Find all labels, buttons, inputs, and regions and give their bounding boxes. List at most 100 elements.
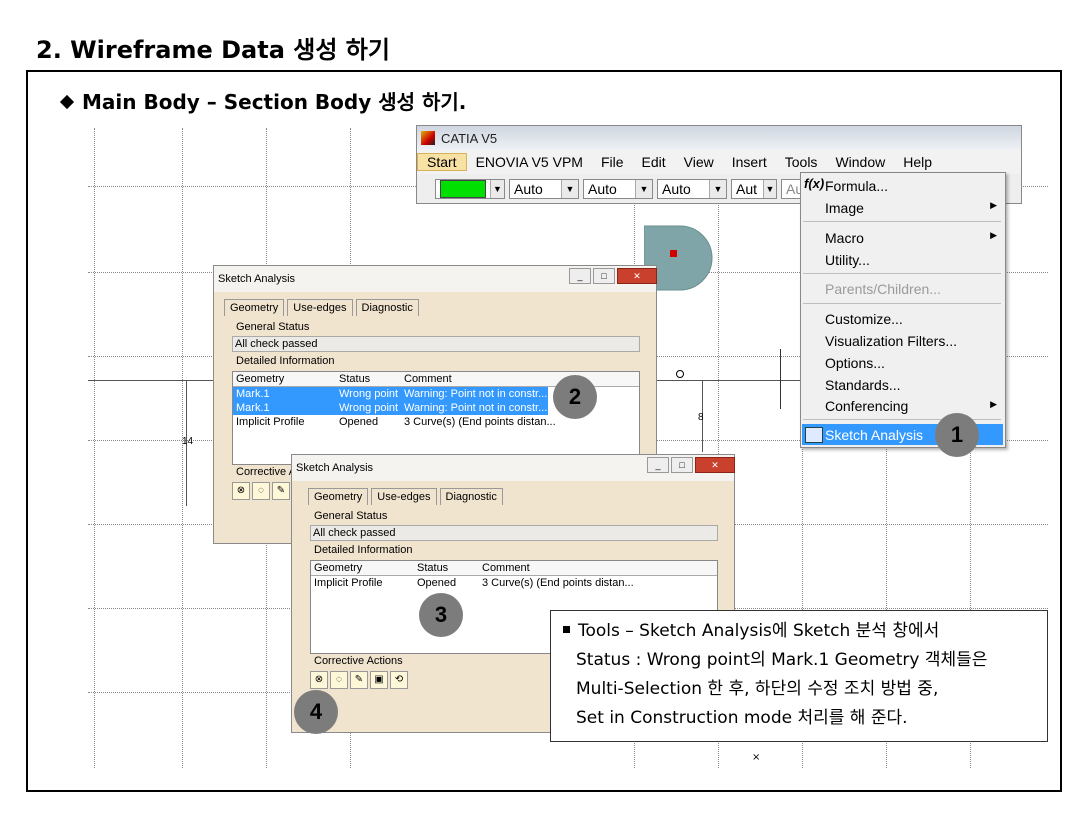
menu-separator bbox=[803, 273, 1001, 274]
hide-icon[interactable]: ◌ bbox=[330, 671, 348, 689]
chevron-down-icon[interactable]: ▼ bbox=[709, 179, 726, 198]
sketch-marker: × bbox=[752, 752, 761, 763]
menu-separator bbox=[803, 419, 1001, 420]
table-cell[interactable]: Opened bbox=[339, 416, 379, 428]
chevron-down-icon[interactable]: ▼ bbox=[763, 179, 776, 198]
tab-diagnostic[interactable]: Diagnostic bbox=[355, 299, 419, 316]
linetype-combo[interactable]: Auto ▼ bbox=[509, 178, 579, 199]
catia-menubar: Start ENOVIA V5 VPM File Edit View Inser… bbox=[417, 150, 1021, 174]
dimension-right: 8 bbox=[698, 412, 704, 423]
menu-tools[interactable]: Tools bbox=[784, 154, 818, 170]
minimize-icon[interactable]: _ bbox=[569, 268, 591, 284]
dimension-left: 14 bbox=[182, 436, 194, 447]
menu-item-customize[interactable]: Customize... bbox=[825, 311, 903, 327]
tab-use-edges[interactable]: Use-edges bbox=[371, 488, 437, 505]
menu-view[interactable]: View bbox=[683, 154, 714, 170]
sketch-axis-line bbox=[88, 380, 218, 381]
menu-item-visualization-filters[interactable]: Visualization Filters... bbox=[825, 333, 958, 349]
table-cell[interactable]: 3 Curve(s) (End points distan... bbox=[404, 416, 556, 428]
menu-window[interactable]: Window bbox=[835, 154, 886, 170]
menu-item-conferencing[interactable]: Conferencing bbox=[825, 398, 909, 414]
minimize-icon[interactable]: _ bbox=[647, 457, 669, 473]
detailed-info-table: Geometry Status Comment Mark.1 Wrong poi… bbox=[232, 371, 640, 465]
step-badge-2: 2 bbox=[553, 375, 597, 419]
hide-icon[interactable]: ◌ bbox=[252, 482, 270, 500]
column-header[interactable]: Geometry bbox=[236, 373, 285, 385]
profile-shape[interactable] bbox=[644, 224, 714, 294]
dialog-tabs: Geometry Use-edges Diagnostic bbox=[224, 299, 422, 316]
color-combo[interactable]: ▼ bbox=[435, 178, 505, 199]
fix-icon[interactable]: ⟲ bbox=[390, 671, 408, 689]
table-cell[interactable]: 3 Curve(s) (End points distan... bbox=[482, 577, 634, 589]
tools-dropdown: f(x) Formula... Image ▶ Macro ▶ Utility.… bbox=[800, 172, 1006, 448]
dialog-title: Sketch Analysis bbox=[296, 462, 374, 474]
menu-start[interactable]: Start bbox=[417, 153, 467, 171]
submenu-arrow-icon: ▶ bbox=[990, 230, 997, 240]
tab-diagnostic[interactable]: Diagnostic bbox=[439, 488, 503, 505]
combo-value: Au bbox=[786, 180, 804, 197]
style-combo[interactable]: Aut ▼ bbox=[731, 178, 777, 199]
eraser-icon[interactable]: ✎ bbox=[350, 671, 368, 689]
tab-geometry[interactable]: Geometry bbox=[224, 299, 285, 316]
menu-item-standards[interactable]: Standards... bbox=[825, 377, 901, 393]
close-icon[interactable]: ✕ bbox=[617, 268, 657, 284]
menu-insert[interactable]: Insert bbox=[731, 154, 767, 170]
layer-combo[interactable]: Auto ▼ bbox=[657, 178, 727, 199]
general-status-label: General Status bbox=[236, 321, 310, 333]
table-cell[interactable]: Opened bbox=[417, 577, 457, 589]
table-cell[interactable]: Implicit Profile bbox=[236, 416, 305, 428]
table-header: Geometry Status Comment bbox=[233, 372, 639, 387]
sketch-point[interactable] bbox=[676, 370, 684, 378]
table-row-selected[interactable] bbox=[233, 401, 548, 415]
corrective-actions-toolbar: ⊗ ◌ ✎ bbox=[232, 482, 290, 500]
tab-use-edges[interactable]: Use-edges bbox=[287, 299, 353, 316]
menu-item-utility[interactable]: Utility... bbox=[825, 252, 870, 268]
menu-item-formula[interactable]: Formula... bbox=[825, 178, 889, 194]
delete-geometry-icon[interactable]: ⊗ bbox=[310, 671, 328, 689]
menu-help[interactable]: Help bbox=[903, 154, 933, 170]
menu-item-sketch-analysis[interactable]: Sketch Analysis bbox=[825, 427, 924, 443]
column-header[interactable]: Status bbox=[339, 373, 371, 385]
grid-line bbox=[94, 128, 95, 768]
note-line: Set in Construction mode 처리를 해 준다. bbox=[576, 708, 908, 728]
grid-line bbox=[802, 128, 803, 768]
column-header[interactable]: Status bbox=[417, 562, 449, 574]
column-header[interactable]: Comment bbox=[482, 562, 530, 574]
column-header[interactable]: Geometry bbox=[314, 562, 363, 574]
maximize-icon[interactable]: □ bbox=[671, 457, 693, 473]
delete-geometry-icon[interactable]: ⊗ bbox=[232, 482, 250, 500]
instruction-note: Tools – Sketch Analysis에 Sketch 분석 창에서 S… bbox=[550, 610, 1048, 742]
chevron-down-icon[interactable]: ▼ bbox=[635, 179, 652, 198]
general-status-label: General Status bbox=[314, 510, 388, 522]
close-icon[interactable]: ✕ bbox=[695, 457, 735, 473]
chevron-down-icon[interactable]: ▼ bbox=[489, 179, 504, 198]
tab-geometry[interactable]: Geometry bbox=[308, 488, 369, 505]
menu-item-options[interactable]: Options... bbox=[825, 355, 885, 371]
note-line: Status : Wrong point의 Mark.1 Geometry 객체… bbox=[576, 650, 988, 670]
table-cell: Mark.1 bbox=[236, 402, 270, 414]
grid-line bbox=[718, 128, 719, 768]
table-cell[interactable]: Implicit Profile bbox=[314, 577, 383, 589]
column-header[interactable]: Comment bbox=[404, 373, 452, 385]
catia-title: CATIA V5 bbox=[441, 130, 498, 146]
note-line: Tools – Sketch Analysis에 Sketch 분석 창에서 bbox=[563, 617, 1035, 646]
menu-edit[interactable]: Edit bbox=[641, 154, 666, 170]
table-cell: Mark.1 bbox=[236, 388, 270, 400]
corrective-actions-toolbar: ⊗ ◌ ✎ ▣ ⟲ bbox=[310, 671, 408, 689]
chevron-down-icon[interactable]: ▼ bbox=[561, 179, 578, 198]
menu-file[interactable]: File bbox=[600, 154, 624, 170]
menu-enovia[interactable]: ENOVIA V5 VPM bbox=[475, 154, 583, 170]
catia-logo-icon bbox=[421, 131, 435, 145]
eraser-icon[interactable]: ✎ bbox=[272, 482, 290, 500]
step-badge-1: 1 bbox=[935, 413, 979, 457]
sketch-analysis-icon bbox=[805, 427, 823, 443]
set-construction-mode-icon[interactable]: ▣ bbox=[370, 671, 388, 689]
dialog-tabs: Geometry Use-edges Diagnostic bbox=[308, 488, 506, 505]
maximize-icon[interactable]: □ bbox=[593, 268, 615, 284]
table-cell: Warning: Point not in constr... bbox=[404, 402, 548, 414]
table-row-selected[interactable] bbox=[233, 387, 548, 401]
formula-icon: f(x) bbox=[804, 176, 825, 191]
thickness-combo[interactable]: Auto ▼ bbox=[583, 178, 653, 199]
menu-item-macro[interactable]: Macro bbox=[825, 230, 864, 246]
menu-item-image[interactable]: Image bbox=[825, 200, 864, 216]
